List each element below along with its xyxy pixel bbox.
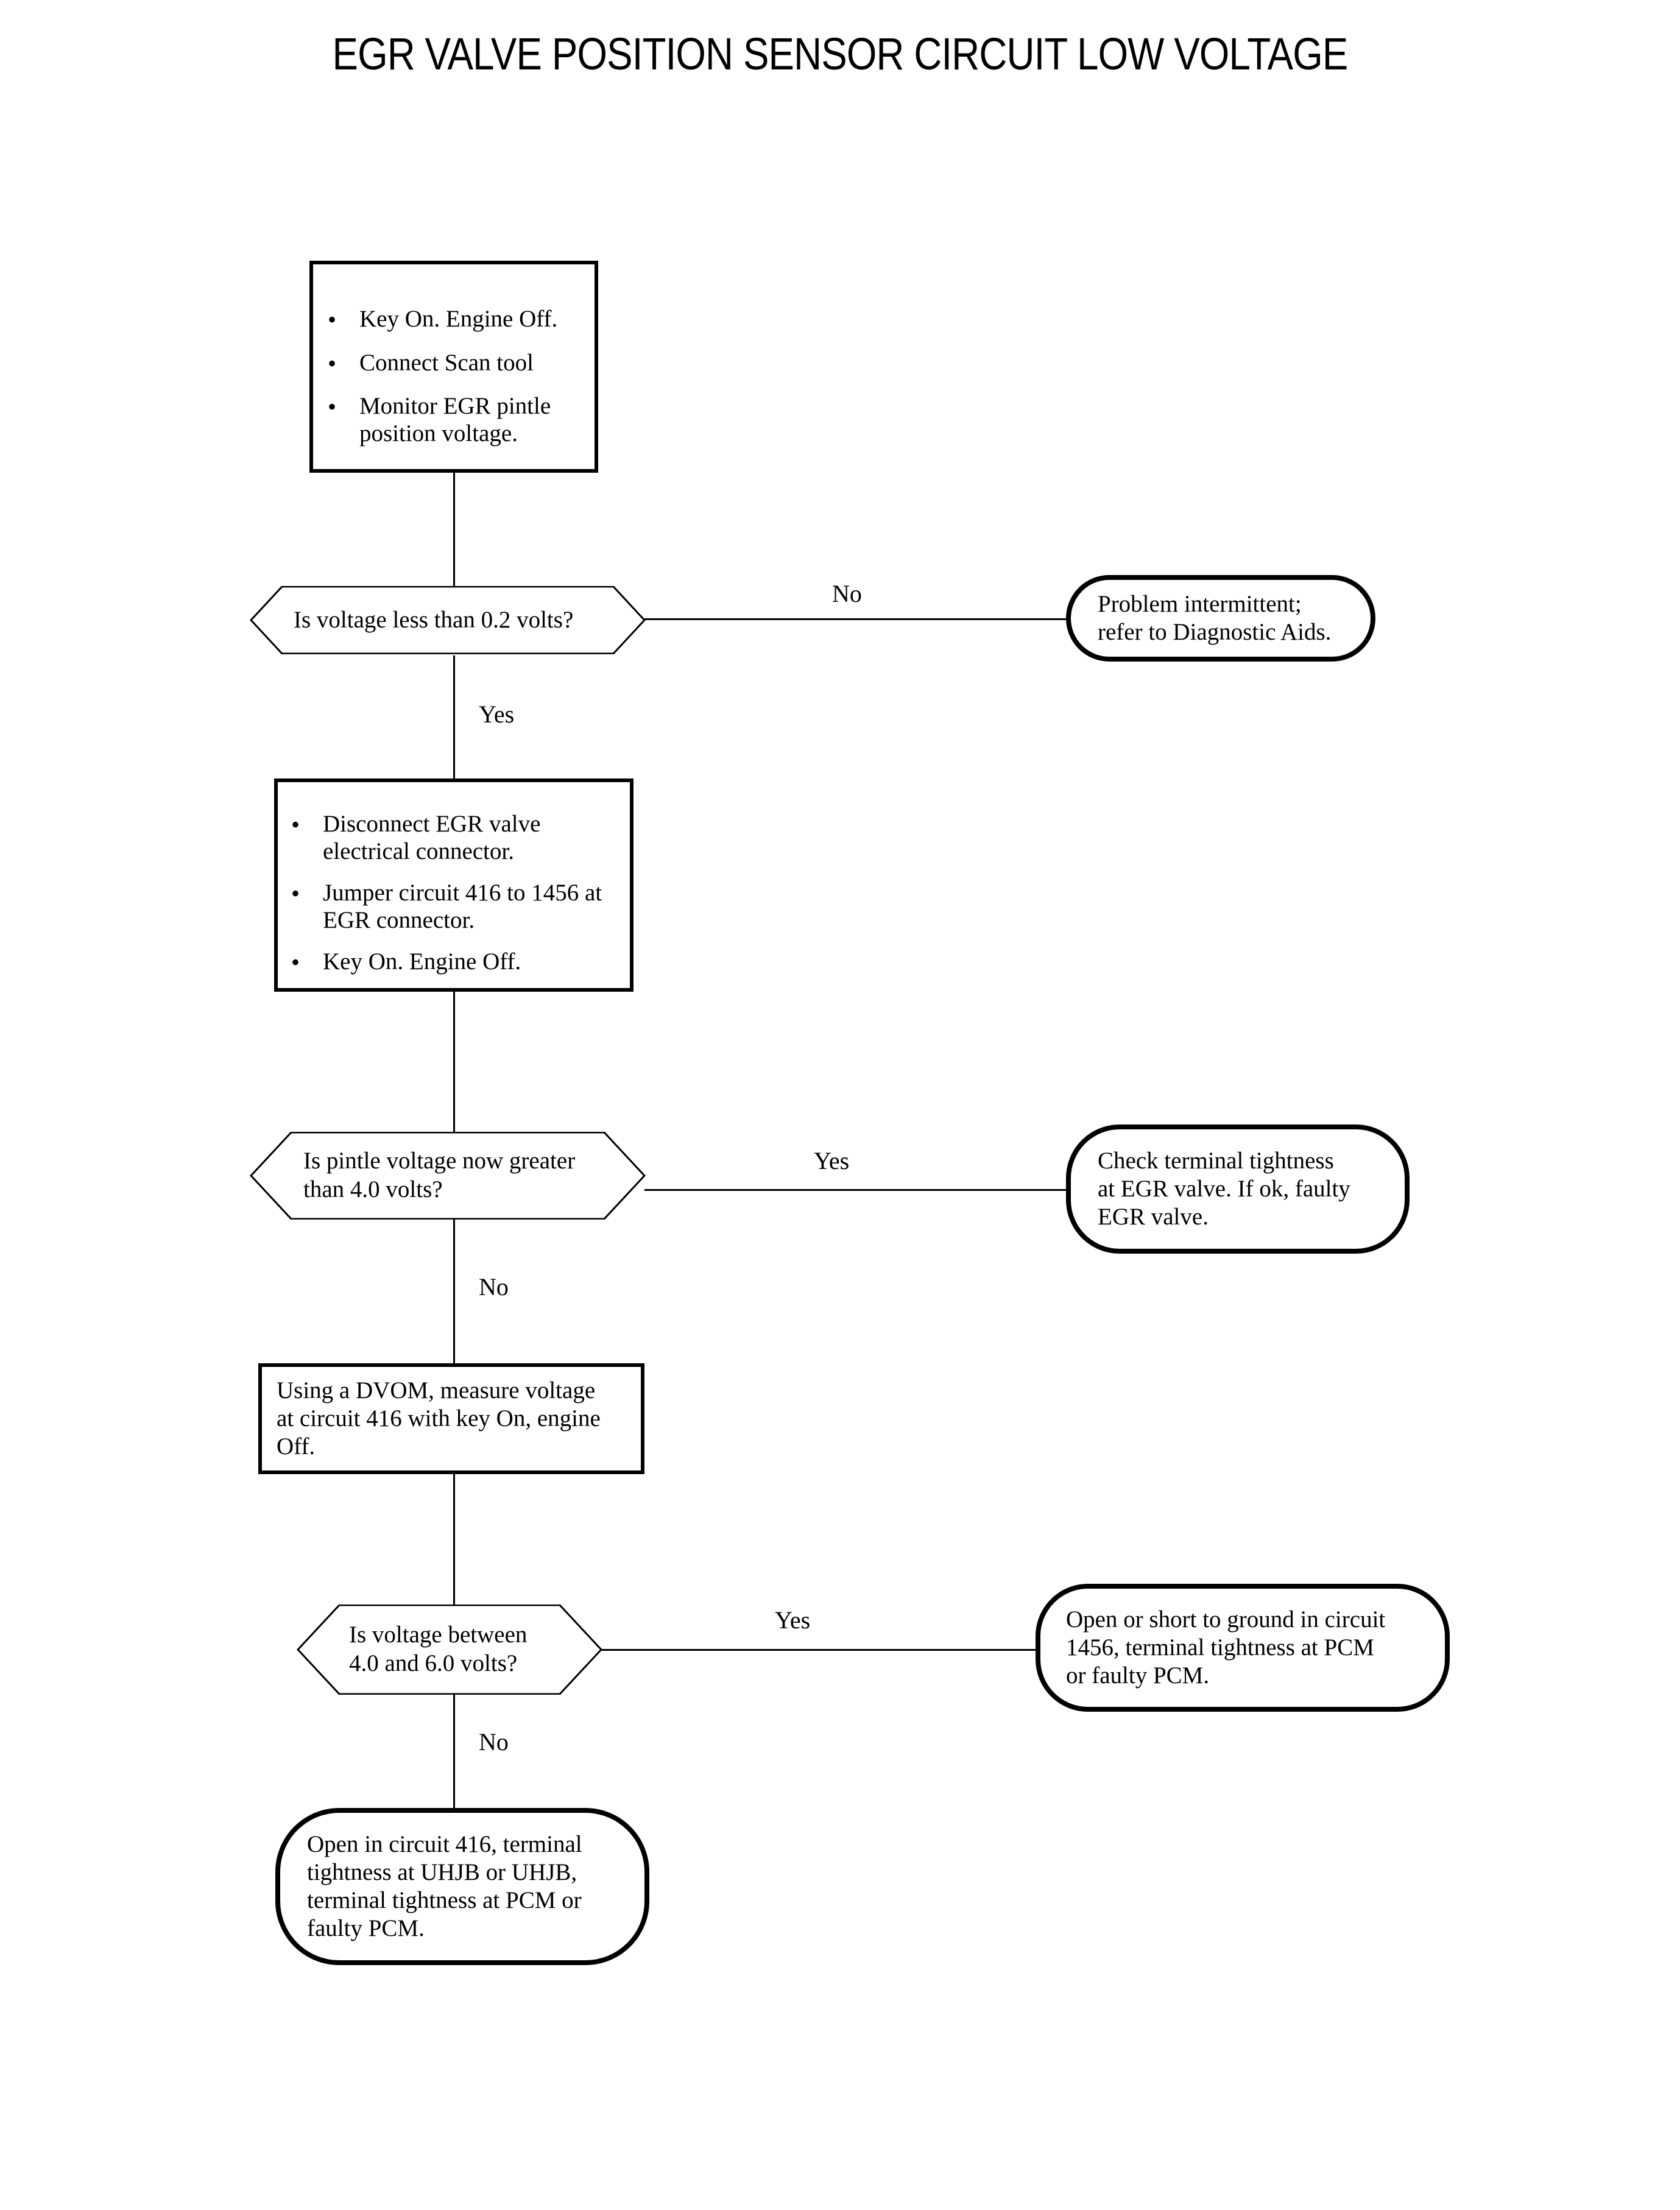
bullet-item: • Jumper circuit 416 to 1456 at EGR conn… [291,880,643,934]
decision-label-line: Is voltage between [349,1622,528,1648]
bullet-item: • Key On. Engine Off. [328,306,609,334]
terminator-line: refer to Diagnostic Aids. [1098,619,1332,645]
terminator-line: Open or short to ground in circuit [1066,1606,1386,1633]
terminator-check-terminal-tightness[interactable]: Check terminal tightness at EGR valve. I… [1066,1124,1410,1254]
edge-label-no-3: No [479,1728,509,1756]
decision-label: Is voltage less than 0.2 volts? [250,586,646,654]
bullet-text: Key On. Engine Off. [359,305,558,332]
terminator-open-circuit-416[interactable]: Open in circuit 416, terminal tightness … [275,1808,649,1965]
decision-pintle-voltage-greater-than-4[interactable]: Is pintle voltage now greater than 4.0 v… [250,1132,646,1220]
edge-label-no-1: No [832,580,862,607]
connector-decision2-no [453,1199,455,1364]
bullet-text: Connect Scan tool [359,349,534,376]
hexagon-outline [250,1132,646,1220]
bullet-item: • Connect Scan tool [328,350,609,378]
process-line: at circuit 416 with key On, engine [277,1405,601,1432]
terminator-open-or-short-circuit-1456[interactable]: Open or short to ground in circuit 1456,… [1036,1584,1450,1712]
bullet-dot-icon: • [291,880,300,908]
process-step1-body: • Key On. Engine Off. • Connect Scan too… [313,264,623,489]
terminator-body: Open or short to ground in circuit 1456,… [1040,1589,1445,1707]
connector-step1-to-decision1 [453,472,455,588]
decision-label-line: Is pintle voltage now greater [303,1148,576,1174]
decision-label-line: than 4.0 volts? [303,1176,443,1202]
bullet-item: • Monitor EGR pintle position voltage. [328,393,609,447]
terminator-line: EGR valve. [1098,1204,1209,1230]
bullet-dot-icon: • [291,948,300,976]
bullet-dot-icon: • [328,349,337,377]
bullet-dot-icon: • [328,393,337,421]
terminator-line: Open in circuit 416, terminal [307,1830,582,1857]
process-step2[interactable]: • Disconnect EGR valve electrical connec… [274,778,634,992]
edge-label-yes-2: Yes [814,1147,850,1174]
bullet-dot-icon: • [291,811,300,839]
edge-label-yes-1: Yes [479,701,515,728]
process-step1[interactable]: • Key On. Engine Off. • Connect Scan too… [309,261,598,473]
decision-voltage-less-than-0-2[interactable]: Is voltage less than 0.2 volts? [250,586,646,654]
connector-decision3-no [453,1693,455,1810]
decision-voltage-between-4-and-6[interactable]: Is voltage between 4.0 and 6.0 volts? [297,1605,602,1695]
process-line: Off. [277,1433,316,1460]
bullet-text: Key On. Engine Off. [323,948,521,975]
terminator-line: at EGR valve. If ok, faulty [1098,1175,1350,1202]
process-line: Using a DVOM, measure voltage [277,1377,596,1403]
terminator-line: Check terminal tightness [1098,1147,1334,1174]
decision-label: Is voltage between 4.0 and 6.0 volts? [297,1605,602,1695]
connector-step3-to-decision3 [453,1473,455,1606]
terminator-line: faulty PCM. [307,1915,425,1942]
edge-label-no-2: No [479,1273,509,1301]
connector-decision2-yes [644,1189,1066,1191]
terminator-body: Open in circuit 416, terminal tightness … [280,1813,644,1960]
hexagon-outline [297,1605,602,1695]
bullet-item: • Disconnect EGR valve electrical connec… [291,811,643,865]
terminator-line: tightness at UHJB or UHJB, [307,1859,577,1885]
connector-decision3-yes [602,1649,1036,1651]
decision-label-line: 4.0 and 6.0 volts? [349,1650,518,1676]
bullet-item: • Key On. Engine Off. [291,948,643,976]
terminator-body: Problem intermittent; refer to Diagnosti… [1071,580,1371,657]
terminator-line: Problem intermittent; [1098,590,1302,617]
bullet-dot-icon: • [328,305,337,333]
process-step2-body: • Disconnect EGR valve electrical connec… [278,782,655,1005]
terminator-line: terminal tightness at PCM or [307,1887,582,1913]
process-step3[interactable]: Using a DVOM, measure voltage at circuit… [258,1363,644,1474]
decision-label-line: Is voltage less than 0.2 volts? [294,606,574,633]
bullet-text: Disconnect EGR valve electrical connecto… [323,811,541,864]
bullet-text: Monitor EGR pintle position voltage. [359,393,551,447]
terminator-line: 1456, terminal tightness at PCM [1066,1634,1374,1661]
edge-label-yes-3: Yes [775,1606,811,1634]
connector-decision1-no [644,618,1066,620]
hexagon-outline [250,586,646,654]
terminator-problem-intermittent[interactable]: Problem intermittent; refer to Diagnosti… [1066,575,1375,662]
terminator-line: or faulty PCM. [1066,1662,1210,1689]
connector-decision1-yes [453,655,455,820]
connector-step2-to-decision2 [453,991,455,1132]
bullet-text: Jumper circuit 416 to 1456 at EGR connec… [323,880,602,933]
decision-label: Is pintle voltage now greater than 4.0 v… [250,1132,646,1220]
process-step3-body: Using a DVOM, measure voltage at circuit… [262,1367,665,1470]
terminator-body: Check terminal tightness at EGR valve. I… [1071,1129,1405,1249]
page-title: EGR VALVE POSITION SENSOR CIRCUIT LOW VO… [332,29,1349,79]
